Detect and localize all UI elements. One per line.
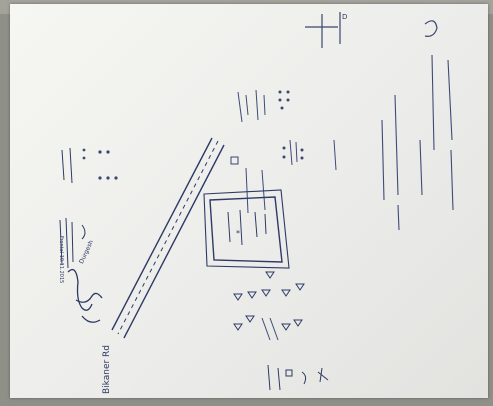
signature-date-text: Frontal 10.11.2015 <box>58 236 64 284</box>
plot-star-mark: * <box>236 229 240 238</box>
paper-sheet <box>10 4 488 398</box>
road-label: Bikaner Rd <box>102 344 112 394</box>
top-stamp-letter: D <box>342 13 348 21</box>
